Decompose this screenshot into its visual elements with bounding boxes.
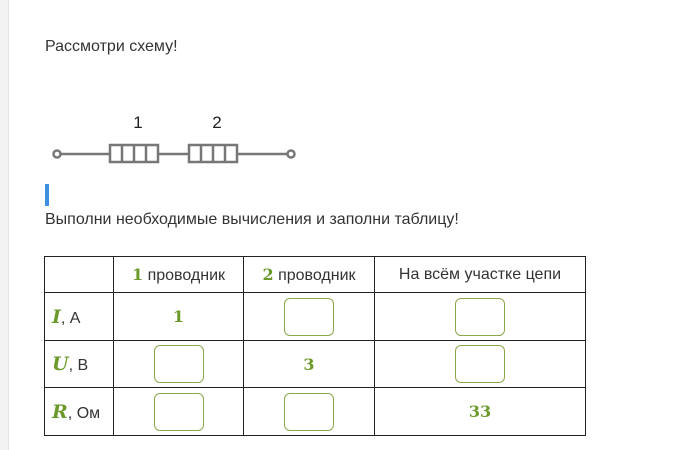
table-row-voltage: U, В 3 bbox=[44, 340, 586, 388]
focus-marker bbox=[45, 184, 49, 206]
row-label: U, В bbox=[44, 340, 114, 388]
value-cell: 3 bbox=[243, 340, 375, 388]
value-cell: 1 bbox=[113, 292, 244, 341]
answer-input-i-total[interactable] bbox=[455, 297, 505, 336]
table-row-resistance: R, Ом 33 bbox=[44, 387, 586, 436]
value-cell: 33 bbox=[374, 387, 586, 436]
answer-input-r1[interactable] bbox=[153, 392, 204, 431]
circuit-diagram: 1 2 bbox=[52, 113, 296, 164]
table-row-current: I, А 1 bbox=[44, 292, 586, 341]
answer-input-u-total[interactable] bbox=[455, 345, 505, 383]
answer-input-i2[interactable] bbox=[284, 297, 334, 336]
header-whole-circuit: На всём участке цепи bbox=[374, 256, 586, 293]
row-label: R, Ом bbox=[44, 387, 114, 436]
resistor-2-label: 2 bbox=[212, 113, 221, 132]
row-label: I, А bbox=[44, 292, 114, 341]
corner-cell bbox=[44, 256, 114, 293]
header-conductor-1: 1 проводник bbox=[113, 256, 244, 293]
answer-input-r2[interactable] bbox=[284, 392, 334, 431]
answer-input-u1[interactable] bbox=[153, 345, 204, 383]
instruction-text: Выполни необходимые вычисления и заполни… bbox=[45, 211, 459, 228]
terminal-left bbox=[52, 149, 62, 159]
prompt-text: Рассмотри схему! bbox=[45, 38, 178, 55]
left-sidebar-edge bbox=[0, 0, 9, 450]
answer-table: 1 проводник 2 проводник На всём участке … bbox=[44, 256, 586, 436]
header-conductor-2: 2 проводник bbox=[243, 256, 375, 293]
terminal-right bbox=[286, 149, 296, 159]
resistor-1-label: 1 bbox=[133, 113, 142, 132]
table-header-row: 1 проводник 2 проводник На всём участке … bbox=[44, 256, 586, 293]
